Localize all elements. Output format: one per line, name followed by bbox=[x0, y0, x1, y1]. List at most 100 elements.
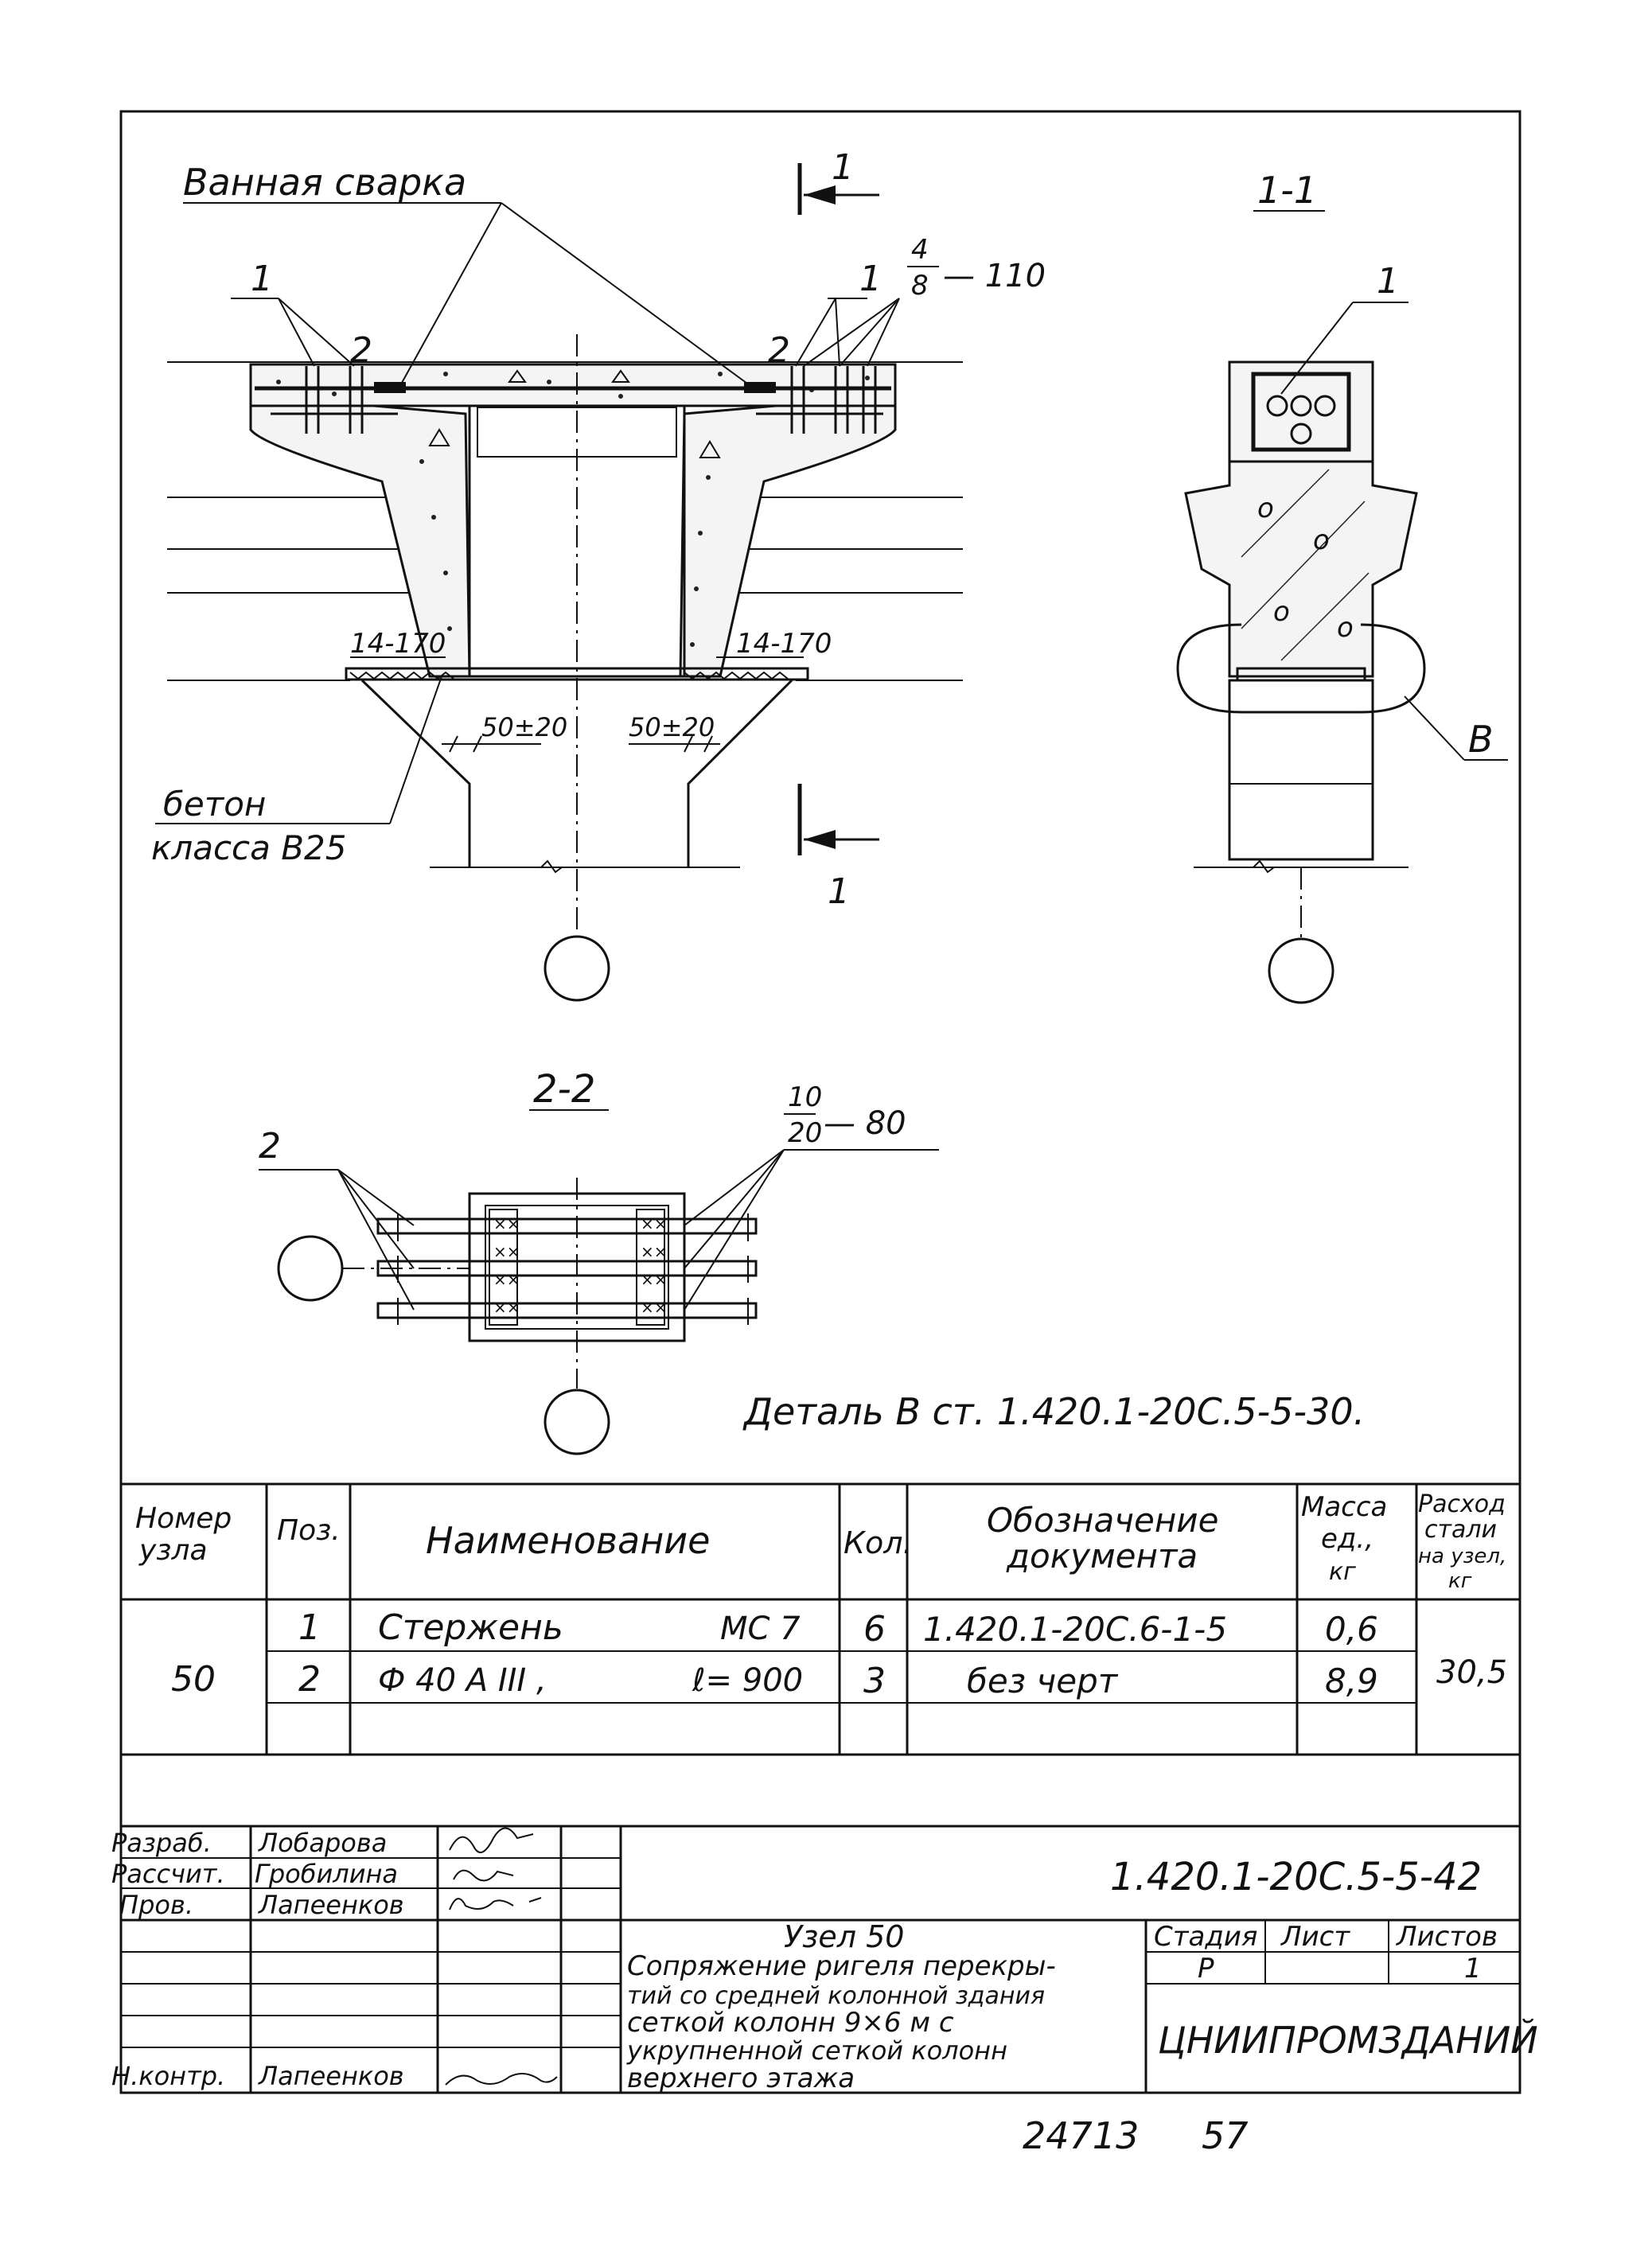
sheet-label: Лист bbox=[1280, 1921, 1350, 1953]
svg-text:××: ×× bbox=[641, 1270, 668, 1289]
pos-1-right-label: 1 bbox=[859, 259, 882, 299]
svg-text:××: ×× bbox=[641, 1214, 668, 1233]
section-1-1-pos-1: 1 bbox=[1377, 261, 1399, 302]
row-1-qty: 6 bbox=[863, 1609, 886, 1650]
detail-note: Деталь В ст. 1.420.1-20С.5-5-30. bbox=[742, 1390, 1365, 1433]
role-2: Рассчит. bbox=[111, 1859, 225, 1889]
section-2-2: 2-2 10 20 — 80 2 ×××××××× ×××××××× bbox=[259, 1067, 1365, 1455]
hdr-doc-2: документа bbox=[1006, 1537, 1198, 1576]
dim-50-20-right: 50±20 bbox=[629, 712, 715, 742]
organization: ЦНИИПРОМЗДАНИЙ bbox=[1158, 2019, 1538, 2062]
signature-2 bbox=[453, 1869, 514, 1882]
svg-text:××: ×× bbox=[493, 1270, 520, 1289]
sheets-value: 1 bbox=[1464, 1953, 1482, 1985]
name-1: Лобарова bbox=[258, 1828, 387, 1858]
section-1-1: 1-1 o o o o 1 В bbox=[1176, 169, 1508, 1004]
row-1-name: Стержень bbox=[378, 1607, 563, 1648]
hdr-qty: Кол. bbox=[844, 1525, 913, 1560]
hdr-node-1: Номер bbox=[135, 1502, 232, 1535]
hdr-steel-1: Расход bbox=[1418, 1490, 1506, 1518]
signature-3 bbox=[449, 1897, 542, 1911]
pos-1-left-label: 1 bbox=[251, 259, 273, 299]
row-1-mark: МС 7 bbox=[720, 1611, 801, 1647]
hdr-mass-1: Масса bbox=[1301, 1491, 1387, 1523]
row-1-pos: 1 bbox=[298, 1607, 321, 1648]
axis-bubble-2-2-bottom bbox=[544, 1389, 610, 1455]
svg-text:××: ×× bbox=[493, 1242, 520, 1261]
row-2-pos: 2 bbox=[298, 1659, 321, 1700]
svg-text:o: o bbox=[1337, 612, 1354, 644]
archive-number: 24713 bbox=[1023, 2114, 1139, 2157]
axis-bubble-1-1 bbox=[1268, 937, 1334, 1004]
section-marker-bottom: 1 bbox=[828, 871, 850, 912]
hdr-mass-2: ед., bbox=[1321, 1523, 1373, 1555]
section-marker-top: 1 bbox=[832, 147, 854, 188]
total-steel: 30,5 bbox=[1436, 1654, 1507, 1691]
dim-110-label: — 110 bbox=[943, 258, 1046, 294]
row-2-doc: без черт bbox=[967, 1661, 1119, 1700]
title-block: Разраб. Рассчит. Пров. Н.контр. Лобарова… bbox=[111, 1825, 1538, 2094]
stage-label: Стадия bbox=[1154, 1921, 1257, 1953]
svg-text:o: o bbox=[1313, 524, 1330, 556]
doc-number: 1.420.1-20С.5-5-42 bbox=[1110, 1855, 1482, 1899]
role-1: Разраб. bbox=[111, 1828, 212, 1858]
hdr-mass-3: кг bbox=[1329, 1558, 1356, 1586]
weld-label: Ванная сварка bbox=[183, 161, 466, 204]
svg-text:××: ×× bbox=[493, 1214, 520, 1233]
signature-1 bbox=[449, 1827, 534, 1853]
stage-value: Р bbox=[1198, 1953, 1214, 1985]
row-1-mass: 0,6 bbox=[1325, 1610, 1378, 1649]
hdr-doc-1: Обозначение bbox=[987, 1501, 1218, 1540]
pos-4-label: 4 bbox=[911, 234, 929, 266]
name-3: Лапеенков bbox=[258, 1890, 404, 1920]
row-2-mark: ℓ= 900 bbox=[692, 1662, 803, 1699]
name-2: Гробилина bbox=[255, 1859, 398, 1889]
sheet-frame bbox=[119, 110, 1521, 2094]
name-8: Лапеенков bbox=[258, 2061, 404, 2091]
section-1-1-title: 1-1 bbox=[1257, 169, 1317, 212]
role-8: Н.контр. bbox=[111, 2061, 225, 2091]
hdr-steel-2: стали bbox=[1424, 1516, 1497, 1544]
description-line-3: сеткой колонн 9×6 м с bbox=[627, 2007, 954, 2039]
spec-table: Номер узла Поз. Наименование Кол. Обозна… bbox=[121, 1482, 1520, 1756]
section-2-2-frac-20: 20 bbox=[788, 1117, 822, 1149]
hdr-steel-4: кг bbox=[1448, 1569, 1472, 1593]
row-2-qty: 3 bbox=[863, 1661, 886, 1701]
concrete-label-2: класса В25 bbox=[151, 828, 346, 867]
svg-text:o: o bbox=[1273, 596, 1290, 628]
row-2-mass: 8,9 bbox=[1325, 1661, 1378, 1700]
node-number: 50 bbox=[171, 1659, 216, 1700]
hdr-name: Наименование bbox=[426, 1519, 710, 1562]
row-2-name: Ф 40 А III , bbox=[378, 1662, 547, 1699]
svg-text:××: ×× bbox=[641, 1298, 668, 1317]
concrete-label-1: бетон bbox=[163, 785, 266, 824]
description-line-4: укрупненной сеткой колонн bbox=[626, 2035, 1007, 2066]
signature-8 bbox=[445, 2073, 558, 2086]
svg-text:××: ×× bbox=[641, 1242, 668, 1261]
axis-bubble-main bbox=[544, 935, 610, 1002]
section-2-2-pos-2: 2 bbox=[259, 1126, 281, 1167]
svg-text:o: o bbox=[1257, 493, 1274, 524]
description-line-2: тий со средней колонной здания bbox=[627, 1982, 1045, 2010]
hdr-steel-3: на узел, bbox=[1418, 1544, 1506, 1568]
role-3: Пров. bbox=[119, 1890, 193, 1920]
page-number: 57 bbox=[1202, 2114, 1249, 2157]
node-title: Узел 50 bbox=[784, 1919, 904, 1954]
pos-2-right-label: 2 bbox=[768, 330, 790, 371]
section-2-2-title: 2-2 bbox=[533, 1067, 595, 1112]
hdr-pos: Поз. bbox=[277, 1514, 341, 1547]
description-line-5: верхнего этажа bbox=[627, 2063, 855, 2094]
section-2-2-dim-80: — 80 bbox=[824, 1105, 906, 1142]
dim-50-20-left: 50±20 bbox=[481, 712, 567, 742]
pos-8-label: 8 bbox=[911, 270, 929, 302]
description-line-1: Сопряжение ригеля перекры- bbox=[627, 1950, 1056, 1982]
sheets-label: Листов bbox=[1395, 1921, 1498, 1953]
row-1-doc: 1.420.1-20С.6-1-5 bbox=[923, 1610, 1227, 1649]
detail-callout-label: В bbox=[1468, 718, 1494, 761]
hdr-node-2: узла bbox=[138, 1534, 208, 1567]
pos-2-left-label: 2 bbox=[350, 330, 372, 371]
axis-bubble-2-2-left bbox=[277, 1235, 344, 1302]
svg-text:××: ×× bbox=[493, 1298, 520, 1317]
main-elevation: Ванная сварка 1 2 2 1 4 8 — 110 1 1 14-1… bbox=[151, 147, 1046, 1002]
